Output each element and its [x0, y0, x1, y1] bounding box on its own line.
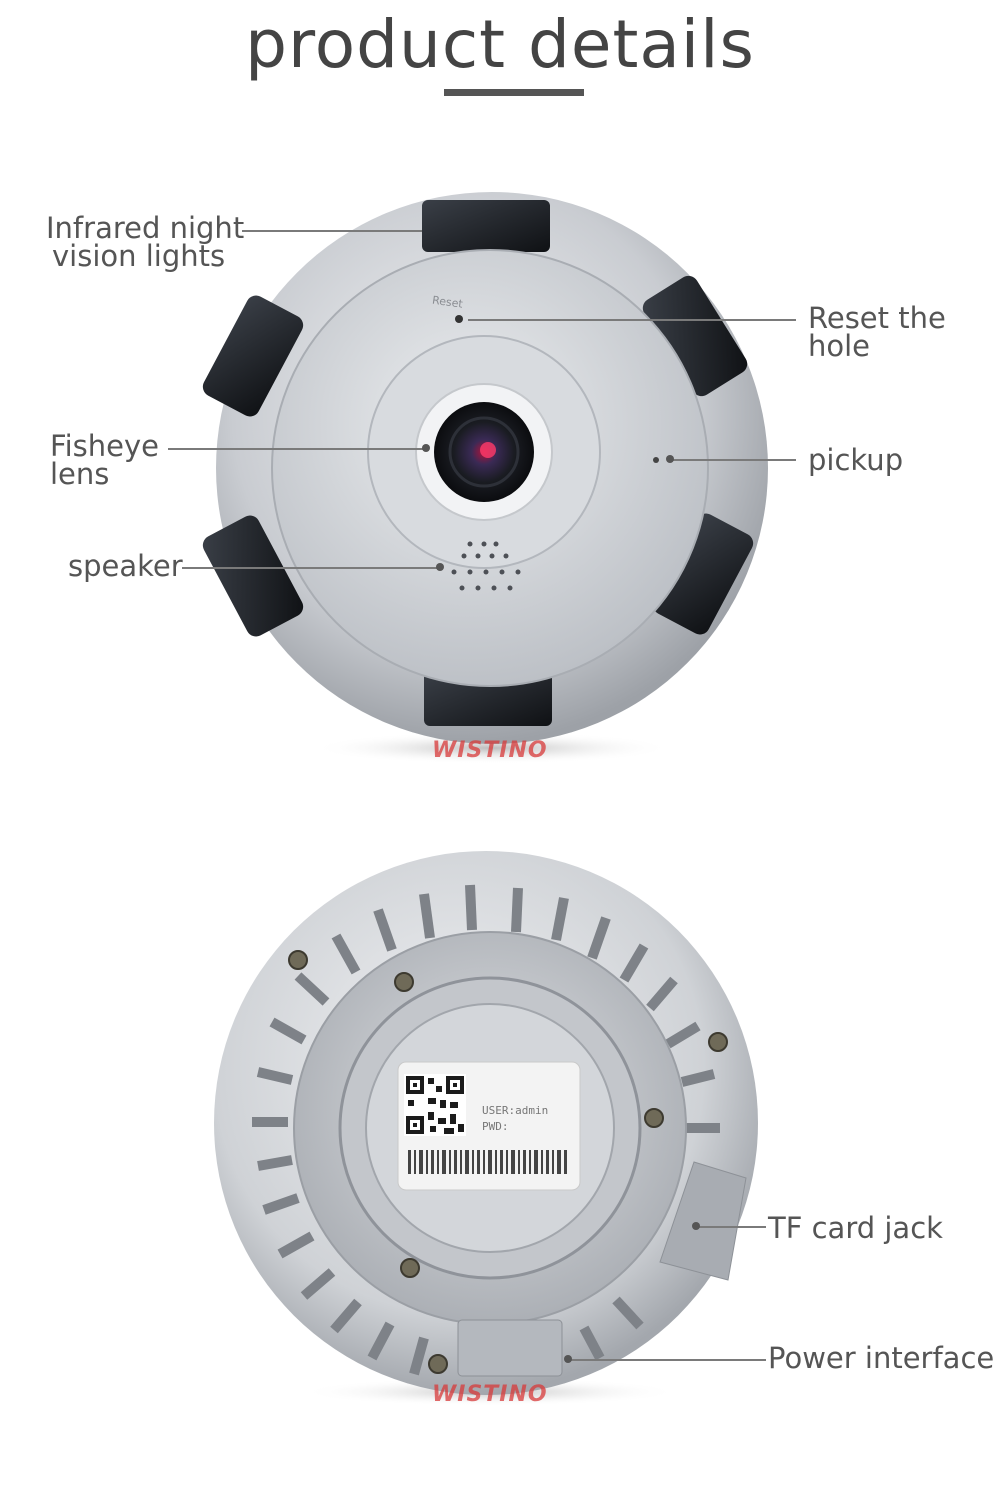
label-pickup: pickup: [808, 443, 904, 477]
brand-logo-back: WISTINO: [432, 1382, 548, 1407]
label-infrared: Infrared night vision lights: [46, 211, 245, 273]
page-title: product details: [245, 6, 755, 83]
leader-tf-card-dot: [692, 1222, 700, 1230]
sticker-user: USER:admin: [482, 1104, 548, 1117]
leader-tf-card: [696, 1226, 766, 1228]
leader-pickup: [670, 459, 796, 461]
label-infrared-line2: vision lights: [52, 239, 226, 273]
vent-slots: [252, 884, 720, 1376]
qr-code: [404, 1074, 466, 1136]
leader-fisheye-dot: [422, 444, 430, 452]
label-fisheye-line2: lens: [50, 457, 110, 491]
screws: [288, 950, 728, 1374]
brand-logo-front: WISTINO: [432, 738, 548, 763]
leader-speaker-dot: [436, 563, 444, 571]
leader-speaker: [182, 567, 438, 569]
leader-power-dot: [564, 1355, 572, 1363]
label-reset: Reset the hole: [808, 301, 946, 363]
power-port-block: [457, 1319, 563, 1377]
back-camera-image: USER:admin PWD:: [214, 851, 758, 1406]
leader-pickup-dot: [666, 455, 674, 463]
label-infrared-line1: Infrared night: [46, 211, 245, 245]
title-underline: [444, 89, 584, 96]
leader-power: [568, 1359, 766, 1361]
label-fisheye-line1: Fisheye: [50, 429, 159, 463]
reset-print: Reset: [431, 294, 464, 311]
leader-infrared: [242, 230, 422, 232]
label-fisheye: Fisheye lens: [50, 429, 159, 491]
label-reset-line1: Reset the: [808, 301, 946, 335]
tf-card-slot: [659, 1161, 747, 1281]
sticker-pwd: PWD:: [482, 1120, 509, 1133]
label-tf-card: TF card jack: [768, 1211, 943, 1245]
label-power: Power interface: [768, 1341, 995, 1375]
barcode: [408, 1150, 567, 1174]
ir-light-panels: [202, 200, 754, 726]
leader-reset: [468, 319, 796, 321]
front-camera-image: Reset: [202, 192, 768, 764]
label-speaker: speaker: [68, 549, 183, 583]
speaker-holes: [451, 541, 521, 591]
label-reset-line2: hole: [808, 329, 871, 363]
leader-fisheye: [168, 448, 424, 450]
